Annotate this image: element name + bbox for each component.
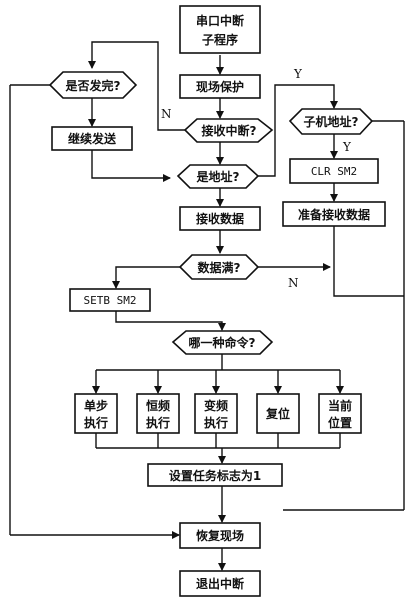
- node-cmd-position: 当前 位置: [318, 393, 362, 434]
- node-set-flag-label: 设置任务标志为1: [169, 468, 261, 483]
- node-setb-sm2-label: SETB SM2: [84, 294, 137, 307]
- node-cmd-reset: 复位: [256, 393, 300, 434]
- node-restore-context: 恢复现场: [179, 522, 261, 549]
- node-start-line1: 串口中断: [196, 13, 244, 28]
- node-save-context-label: 现场保护: [196, 79, 244, 94]
- node-cmd-position-line1: 当前: [328, 398, 352, 413]
- node-set-flag: 设置任务标志为1: [147, 463, 283, 487]
- node-save-context: 现场保护: [179, 74, 261, 99]
- node-cmd-constfreq-line2: 执行: [146, 415, 170, 430]
- node-cmd-reset-label: 复位: [265, 406, 290, 421]
- label-slave-yes: Y: [342, 140, 352, 154]
- node-prepare-recv-label: 准备接收数据: [298, 207, 370, 222]
- node-start: 串口中断 子程序: [179, 5, 261, 54]
- arrow-recv-no-to-send-done: [88, 41, 185, 131]
- node-exit-irq: 退出中断: [179, 570, 261, 597]
- connectors: [9, 41, 405, 571]
- node-cmd-varfreq: 变频 执行: [194, 393, 238, 434]
- arrow-setb-to-which: [115, 311, 226, 331]
- arrow-continue-to-main: [91, 150, 171, 182]
- node-cmd-varfreq-line1: 变频: [204, 398, 228, 413]
- node-slave-addr-label: 子机地址?: [304, 114, 359, 129]
- node-data-full: 数据满?: [178, 254, 260, 280]
- node-recv-irq: 接收中断?: [183, 118, 274, 143]
- label-recv-no: N: [161, 107, 172, 121]
- node-send-done: 是否发完?: [48, 71, 138, 99]
- node-which-cmd-label: 哪一种命令?: [189, 335, 256, 350]
- node-recv-data-label: 接收数据: [196, 211, 244, 226]
- node-data-full-label: 数据满?: [198, 260, 241, 275]
- node-continue-send: 继续发送: [51, 126, 133, 151]
- node-restore-context-label: 恢复现场: [196, 528, 244, 543]
- node-is-addr: 是地址?: [176, 164, 260, 189]
- node-setb-sm2: SETB SM2: [69, 288, 151, 312]
- label-addr-yes: Y: [293, 67, 303, 81]
- arrow-addr-yes-to-slave: [258, 84, 338, 177]
- node-recv-irq-label: 接收中断?: [202, 123, 257, 138]
- node-recv-data: 接收数据: [179, 206, 261, 231]
- node-clr-sm2: CLR SM2: [289, 158, 379, 184]
- label-full-no: N: [288, 276, 299, 290]
- node-cmd-step-line1: 单步: [84, 398, 108, 413]
- node-cmd-position-line2: 位置: [328, 415, 352, 430]
- arrow-full-yes-to-setb: [112, 266, 180, 289]
- node-exit-irq-label: 退出中断: [196, 576, 244, 591]
- arrow-prepare-to-right-bus: [333, 226, 404, 297]
- node-cmd-step-line2: 执行: [84, 415, 108, 430]
- node-is-addr-label: 是地址?: [196, 169, 240, 184]
- node-which-cmd: 哪一种命令?: [171, 330, 274, 355]
- node-continue-send-label: 继续发送: [68, 131, 117, 146]
- node-slave-addr: 子机地址?: [288, 108, 374, 135]
- node-prepare-recv: 准备接收数据: [282, 201, 386, 227]
- node-send-done-label: 是否发完?: [65, 78, 121, 93]
- node-cmd-step: 单步 执行: [74, 393, 118, 434]
- node-clr-sm2-label: CLR SM2: [311, 165, 357, 178]
- node-cmd-constfreq: 恒频 执行: [136, 393, 180, 434]
- node-start-line2: 子程序: [202, 32, 238, 47]
- node-cmd-varfreq-line2: 执行: [204, 415, 228, 430]
- node-cmd-constfreq-line1: 恒频: [146, 398, 170, 413]
